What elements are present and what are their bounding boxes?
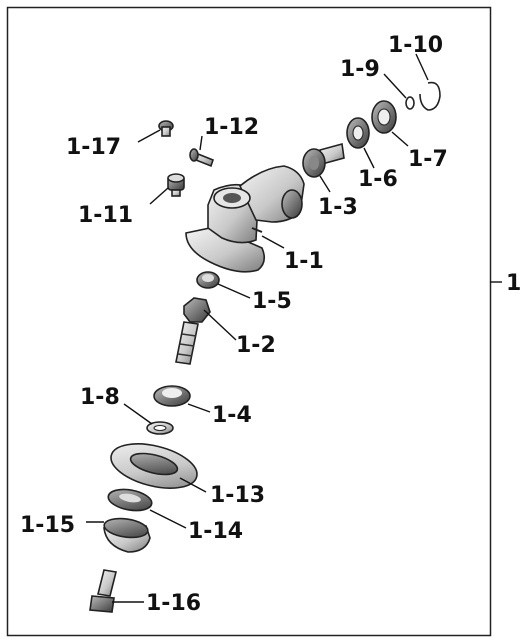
label-1-8: 1-8 bbox=[80, 385, 120, 410]
label-1-11: 1-11 bbox=[78, 203, 133, 228]
diagram-frame bbox=[6, 6, 492, 637]
washer-part bbox=[146, 421, 174, 435]
small-washer-part bbox=[405, 96, 415, 110]
clamp-washer-part bbox=[107, 488, 153, 512]
output-shaft-part bbox=[175, 297, 211, 365]
label-1-3: 1-3 bbox=[318, 195, 358, 220]
holder-plate-part bbox=[110, 443, 198, 489]
label-1-4: 1-4 bbox=[212, 403, 252, 428]
gear-housing-part bbox=[185, 165, 305, 273]
bearing-part-1-4 bbox=[153, 385, 191, 407]
label-1-2: 1-2 bbox=[236, 333, 276, 358]
leader-lines bbox=[86, 53, 429, 603]
plug-part bbox=[167, 173, 185, 197]
label-1-1: 1-1 bbox=[284, 249, 324, 274]
screw-part bbox=[189, 148, 214, 168]
label-1-15: 1-15 bbox=[20, 513, 75, 538]
pinion-shaft-part bbox=[302, 142, 345, 178]
label-1-5: 1-5 bbox=[252, 289, 292, 314]
needle-bearing-part bbox=[196, 271, 220, 289]
label-1-16: 1-16 bbox=[146, 591, 201, 616]
label-1-14: 1-14 bbox=[188, 519, 243, 544]
bolt-part bbox=[89, 569, 117, 613]
bearing-part-1-7 bbox=[371, 100, 397, 134]
snap-ring-part bbox=[419, 81, 441, 111]
small-bolt-part bbox=[158, 120, 174, 137]
label-1-12: 1-12 bbox=[204, 115, 259, 140]
label-1-7: 1-7 bbox=[408, 147, 448, 172]
assembly-label: 1 bbox=[506, 271, 521, 296]
label-1-13: 1-13 bbox=[210, 483, 265, 508]
bearing-part-1-6 bbox=[346, 117, 370, 149]
label-1-10: 1-10 bbox=[388, 33, 443, 58]
label-1-6: 1-6 bbox=[358, 167, 398, 192]
cover-cup-part bbox=[103, 517, 151, 553]
label-1-9: 1-9 bbox=[340, 57, 380, 82]
label-1-17: 1-17 bbox=[66, 135, 121, 160]
